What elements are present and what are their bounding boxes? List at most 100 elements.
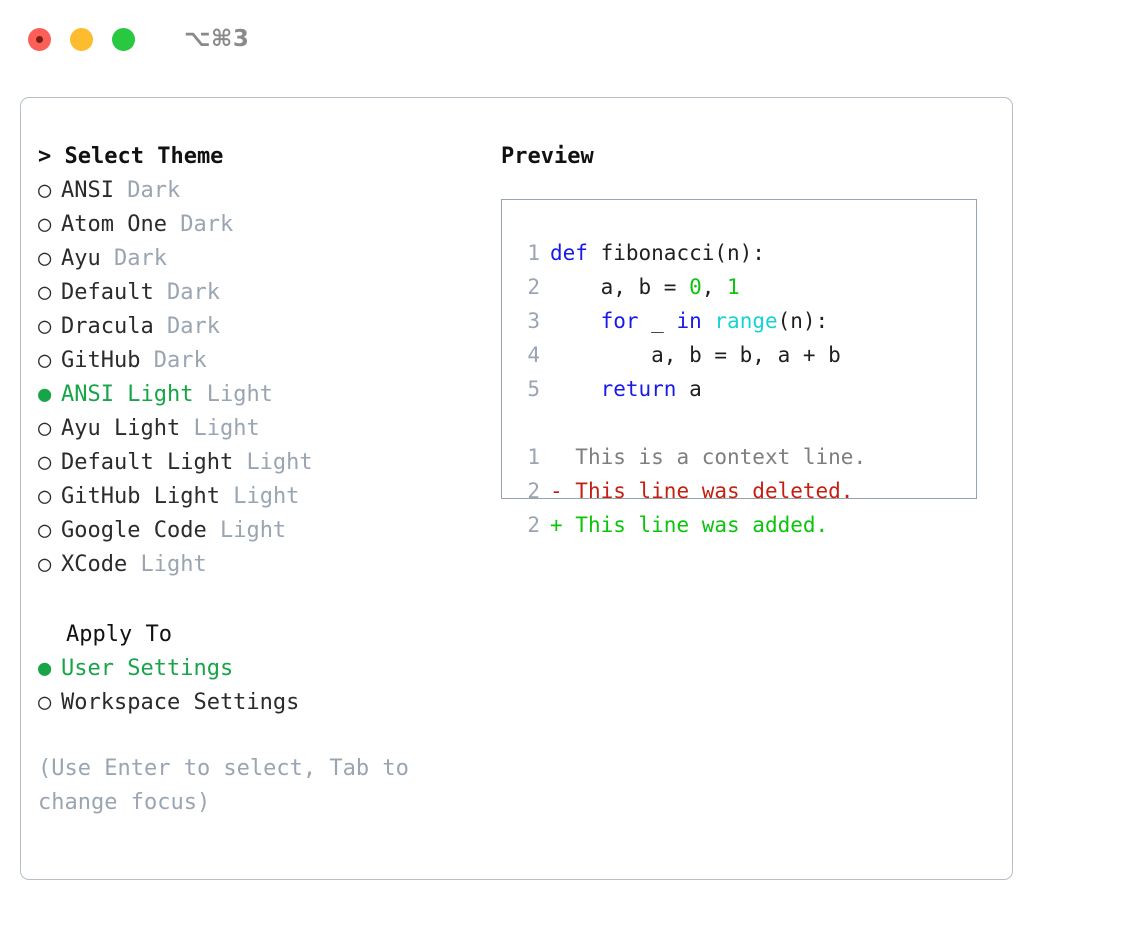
label-spacer	[114, 178, 127, 203]
theme-list-item[interactable]: ○ GitHub Dark	[38, 344, 478, 378]
theme-list-item[interactable]: ○Default Light Light	[38, 446, 478, 480]
theme-mode-label: Light	[140, 552, 207, 577]
code-token	[550, 309, 601, 333]
label-spacer	[101, 246, 114, 271]
radio-selected-icon[interactable]: ●	[38, 382, 52, 407]
keyboard-shortcut-label: ⌥⌘3	[184, 26, 250, 52]
apply-to-label: User Settings	[61, 656, 234, 681]
line-number: 5	[527, 377, 540, 401]
code-token: return	[600, 377, 677, 401]
line-number: 2	[527, 479, 540, 503]
diff-text: This line was deleted.	[575, 479, 854, 503]
diff-line: 2 + This line was added.	[514, 508, 976, 542]
maximize-window-icon[interactable]	[112, 27, 135, 51]
diff-marker: -	[550, 479, 576, 503]
code-token: 1	[727, 275, 740, 299]
radio-unselected-icon[interactable]: ○	[38, 246, 52, 271]
radio-unselected-icon[interactable]: ○	[38, 416, 52, 441]
radio-unselected-icon[interactable]: ○	[38, 450, 52, 475]
code-token	[702, 309, 715, 333]
theme-mode-label: Dark	[180, 212, 234, 237]
theme-list-item[interactable]: ○ Default Dark	[38, 276, 478, 310]
radio-unselected-icon[interactable]: ○	[38, 178, 52, 203]
diff-text: This line was added.	[575, 513, 829, 537]
code-line: 3 for _ in range(n):	[514, 304, 976, 338]
theme-list-item[interactable]: ○Ayu Light Light	[38, 412, 478, 446]
apply-to-list[interactable]: ● User Settings ○ Workspace Settings	[38, 652, 478, 720]
radio-unselected-icon[interactable]: ○	[38, 484, 52, 509]
radio-unselected-icon[interactable]: ○	[38, 280, 52, 305]
theme-list-item[interactable]: ○Dracula Dark	[38, 310, 478, 344]
theme-name-label: Dracula	[61, 314, 154, 339]
code-token: def	[550, 241, 588, 265]
theme-list-item[interactable]: ○ANSI Dark	[38, 174, 478, 208]
select-theme-header: > Select Theme	[38, 144, 224, 169]
line-number: 1	[527, 445, 540, 469]
theme-list[interactable]: ○ANSI Dark○Atom One Dark○Ayu Dark○Defaul…	[38, 174, 478, 582]
theme-name-label: Google Code	[61, 518, 207, 543]
code-line: 4 a, b = b, a + b	[514, 338, 976, 372]
theme-name-label: GitHub Light	[61, 484, 220, 509]
label-spacer	[127, 552, 140, 577]
theme-picker-window: > Select Theme ○ANSI Dark○Atom One Dark○…	[20, 97, 1013, 880]
diff-line: 1 This is a context line.	[514, 440, 976, 474]
diff-text: This is a context line.	[575, 445, 867, 469]
theme-selection-panel: > Select Theme ○ANSI Dark○Atom One Dark○…	[38, 140, 478, 820]
apply-to-item[interactable]: ● User Settings	[38, 652, 478, 686]
theme-name-label: Default	[61, 280, 154, 305]
theme-mode-label: Dark	[127, 178, 181, 203]
keyboard-hint-text: (Use Enter to select, Tab to change focu…	[38, 756, 423, 815]
close-window-icon[interactable]	[28, 27, 51, 51]
radio-unselected-icon[interactable]: ○	[38, 314, 52, 339]
code-token: ,	[701, 275, 728, 299]
label-spacer	[154, 314, 167, 339]
code-token: a, b =	[550, 275, 690, 299]
label-spacer	[233, 450, 246, 475]
code-token: (n):	[777, 309, 829, 333]
label-spacer	[207, 518, 220, 543]
line-number: 4	[527, 343, 540, 367]
theme-list-item[interactable]: ○ Atom One Dark	[38, 208, 478, 242]
preview-header: Preview	[501, 144, 594, 169]
code-line: 5 return a	[514, 372, 976, 406]
theme-list-item[interactable]: ○GitHub Light Light	[38, 480, 478, 514]
code-token: a, b = b, a + b	[550, 343, 841, 367]
theme-name-label: Default Light	[61, 450, 234, 475]
diff-marker: +	[550, 513, 576, 537]
radio-selected-icon[interactable]: ●	[38, 656, 52, 681]
code-token	[550, 377, 601, 401]
code-token: 0	[689, 275, 702, 299]
radio-unselected-icon[interactable]: ○	[38, 552, 52, 577]
apply-to-section: Apply To ● User Settings ○ Workspace Settin…	[38, 618, 478, 720]
theme-list-item[interactable]: ○Google Code Light	[38, 514, 478, 548]
label-spacer	[193, 382, 206, 407]
diff-marker	[550, 445, 575, 469]
radio-unselected-icon[interactable]: ○	[38, 518, 52, 543]
code-token: _	[638, 309, 677, 333]
theme-list-item[interactable]: ●ANSI Light Light	[38, 378, 478, 412]
theme-list-item[interactable]: ○Ayu Dark	[38, 242, 478, 276]
apply-to-item[interactable]: ○ Workspace Settings	[38, 686, 478, 720]
line-number: 2	[527, 513, 540, 537]
theme-mode-label: Dark	[166, 280, 220, 305]
theme-mode-label: Dark	[153, 348, 207, 373]
code-token: a	[676, 377, 702, 401]
apply-to-label: Workspace Settings	[61, 690, 300, 715]
apply-to-header: Apply To	[66, 622, 172, 647]
theme-list-item[interactable]: ○ XCode Light	[38, 548, 478, 582]
minimize-window-icon[interactable]	[70, 27, 93, 51]
diff-line: 2- This line was deleted.	[514, 474, 976, 508]
theme-name-label: XCode	[61, 552, 128, 577]
radio-unselected-icon[interactable]: ○	[38, 690, 52, 715]
theme-name-label: GitHub	[61, 348, 141, 373]
label-spacer	[140, 348, 153, 373]
theme-name-label: Atom One	[61, 212, 167, 237]
radio-unselected-icon[interactable]: ○	[38, 212, 52, 237]
label-spacer	[167, 212, 180, 237]
theme-name-label: ANSI Light	[61, 382, 194, 407]
theme-mode-label: Dark	[114, 246, 167, 271]
radio-unselected-icon[interactable]: ○	[38, 348, 52, 373]
